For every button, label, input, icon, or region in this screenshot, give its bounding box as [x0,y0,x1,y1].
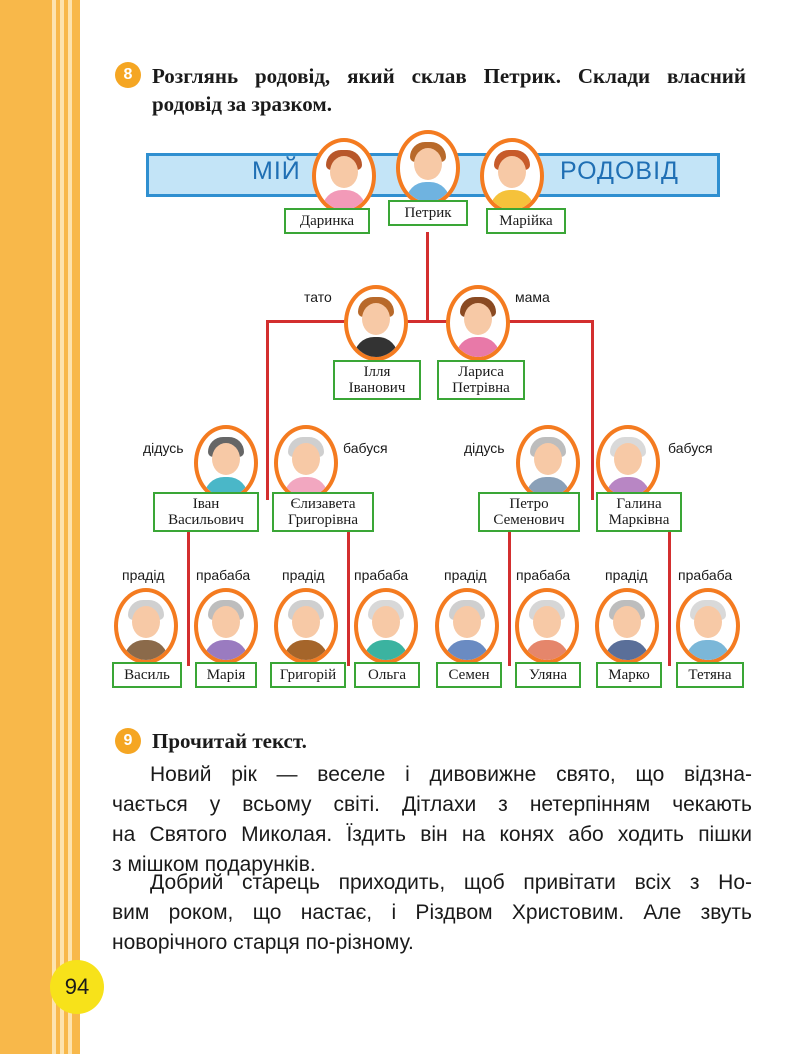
first-name: Іван [192,496,220,512]
name-tag: Марко [596,662,662,688]
portrait-larysa [446,285,510,361]
patronymic: Семенович [493,512,565,528]
name-tag: Василь [112,662,182,688]
relation-label: прабаба [196,567,251,583]
relation-label: прабаба [354,567,409,583]
portrait-daryna [312,138,376,214]
portrait-olha [354,588,418,664]
portrait-ivan [194,425,258,501]
portrait-halyna [596,425,660,501]
first-name: Ілля [363,364,391,380]
relation-label: дідусь [464,440,505,456]
name-tag: Петрик [388,200,468,226]
patronymic: Петрівна [452,380,510,396]
portrait-vasyl [114,588,178,664]
task-8-line-1: Розглянь родовід, який склав Петрик. Скл… [152,64,746,88]
portrait-yelyzaveta [274,425,338,501]
tree-line [266,320,594,323]
tree-line [668,528,671,666]
banner-word-right: РОДОВІД [560,157,679,185]
first-name: Петро [509,496,549,512]
first-name: Єлизавета [290,496,356,512]
side-stripe [60,0,64,1054]
relation-label: прадід [444,567,487,583]
portrait-marko [595,588,659,664]
patronymic: Григорівна [288,512,358,528]
portrait-petro [516,425,580,501]
relation-label: прадід [605,567,648,583]
tree-line [426,232,429,320]
name-tag: Ольга [354,662,420,688]
relation-label: прабаба [678,567,733,583]
portrait-mariia [194,588,258,664]
portrait-tetiana [676,588,740,664]
text-line: чається у всьому світі. Дітлахи з нетерп… [112,793,752,816]
side-stripe [68,0,72,1054]
side-stripe [52,0,56,1054]
patronymic: Іванович [348,380,406,396]
relation-label: дідусь [143,440,184,456]
banner-word-left: МІЙ [252,157,301,185]
portrait-hryhorii [274,588,338,664]
patronymic: Васильович [168,512,244,528]
page-number: 94 [50,960,104,1014]
name-tag: Марійка [486,208,566,234]
text-line: з мішком подарунків. [112,853,316,876]
relation-label: бабуся [668,440,713,456]
task-9-title: Прочитай текст. [152,729,307,753]
text-line: новорічного старця по-різному. [112,931,414,954]
portrait-illia [344,285,408,361]
tree-line [266,320,269,500]
text-line: на Святого Миколая. Їздить він на конях … [112,823,752,846]
first-name: Галина [616,496,662,512]
relation-label: мама [515,289,550,305]
portrait-petryk [396,130,460,206]
task-8-line-2: родовід за зразком. [152,92,332,116]
first-name: Лариса [458,364,504,380]
portrait-semen [435,588,499,664]
relation-label: прадід [282,567,325,583]
relation-label: тато [304,289,332,305]
name-tag: Даринка [284,208,370,234]
tree-line [187,528,190,666]
patronymic: Марківна [608,512,670,528]
name-tag: Семен [436,662,502,688]
portrait-mariika [480,138,544,214]
text-line: Добрий старець приходить, щоб привітати … [150,871,752,894]
text-line: вим роком, що настає, і Різдвом Христови… [112,901,752,924]
name-tag: Марія [195,662,257,688]
tree-line [347,528,350,666]
task-8-number: 8 [115,62,141,88]
text-line: Новий рік — веселе і дивовижне свято, що… [150,763,752,786]
name-tag: Уляна [515,662,581,688]
relation-label: прадід [122,567,165,583]
portrait-uliana [515,588,579,664]
relation-label: бабуся [343,440,388,456]
name-tag: Тетяна [676,662,744,688]
name-tag: Григорій [270,662,346,688]
page-side-bar [0,0,80,1054]
relation-label: прабаба [516,567,571,583]
tree-line [591,320,594,500]
task-9-number: 9 [115,728,141,754]
tree-line [508,528,511,666]
